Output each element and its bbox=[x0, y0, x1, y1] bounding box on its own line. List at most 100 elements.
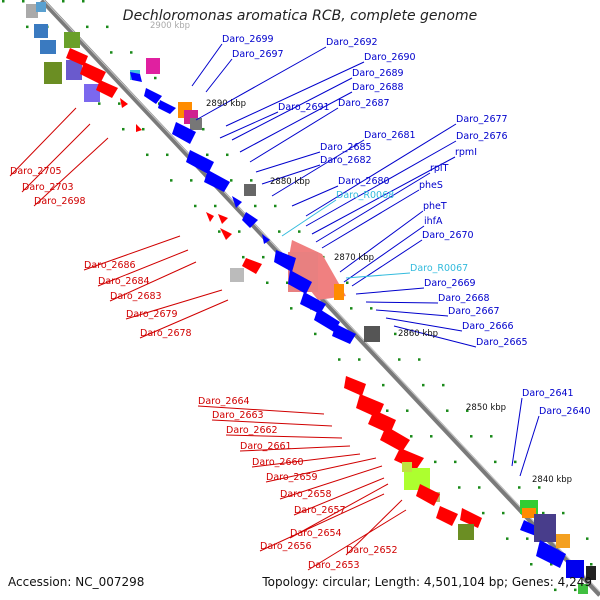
tick-mark bbox=[574, 588, 577, 592]
reverse-gene-label[interactable]: Daro_2679 bbox=[126, 309, 178, 320]
reverse-gene-label[interactable]: Daro_2698 bbox=[34, 196, 86, 207]
tick-mark bbox=[346, 281, 349, 285]
reverse-gene-label[interactable]: Daro_2678 bbox=[140, 328, 192, 339]
reverse-gene-label[interactable]: Daro_2705 bbox=[10, 166, 62, 177]
tick-mark bbox=[98, 102, 101, 105]
leader-line bbox=[343, 225, 425, 283]
leader-line bbox=[289, 483, 389, 539]
reverse-gene-label[interactable]: Daro_2656 bbox=[260, 541, 312, 552]
forward-gene-label[interactable]: Daro_2687 bbox=[338, 98, 390, 109]
leader-line bbox=[259, 493, 385, 552]
forward-gene-label[interactable]: Daro_2681 bbox=[364, 130, 416, 141]
forward-gene-label[interactable]: ihfA bbox=[424, 216, 443, 227]
leader-line bbox=[33, 137, 109, 207]
forward-gene-label[interactable]: Daro_2691 bbox=[278, 102, 330, 113]
rna-gene-label[interactable]: Daro_R0067 bbox=[410, 263, 468, 274]
forward-gene bbox=[332, 324, 356, 344]
reverse-gene bbox=[416, 484, 440, 506]
reverse-gene-label[interactable]: Daro_2653 bbox=[308, 560, 360, 571]
forward-gene-label[interactable]: Daro_2641 bbox=[522, 388, 574, 399]
leader-line bbox=[351, 239, 423, 287]
reverse-gene-label[interactable]: Daro_2663 bbox=[212, 410, 264, 421]
tick-mark bbox=[2, 0, 5, 3]
forward-gene-label[interactable]: Daro_2669 bbox=[424, 278, 476, 289]
leader-line bbox=[191, 43, 223, 87]
tick-mark bbox=[410, 435, 413, 438]
leader-line bbox=[225, 61, 365, 127]
tick-mark bbox=[62, 0, 65, 3]
tick-mark bbox=[130, 51, 133, 54]
tick-mark bbox=[226, 153, 229, 157]
reverse-gene bbox=[218, 214, 228, 224]
gene-box bbox=[334, 284, 344, 300]
forward-gene-label[interactable]: Daro_2685 bbox=[320, 142, 372, 153]
forward-gene-label[interactable]: Daro_2690 bbox=[364, 52, 416, 63]
leader-line bbox=[305, 123, 457, 217]
reverse-gene-label[interactable]: Daro_2683 bbox=[110, 291, 162, 302]
forward-gene-label[interactable]: Daro_2677 bbox=[456, 114, 508, 125]
reverse-gene-label[interactable]: Daro_2664 bbox=[198, 396, 250, 407]
reverse-gene-label[interactable]: Daro_2654 bbox=[290, 528, 342, 539]
leader-line bbox=[211, 419, 333, 427]
forward-gene-label[interactable]: Daro_2640 bbox=[539, 406, 591, 417]
kbp-label: 2900 kbp bbox=[150, 21, 190, 31]
leader-lines bbox=[9, 43, 540, 571]
tick-mark bbox=[278, 230, 281, 233]
reverse-gene-label[interactable]: Daro_2657 bbox=[294, 505, 346, 516]
reverse-gene-label[interactable]: Daro_2686 bbox=[84, 260, 136, 271]
leader-line bbox=[393, 325, 477, 348]
forward-gene-label[interactable]: Daro_2676 bbox=[456, 131, 508, 142]
reverse-gene-label[interactable]: Daro_2659 bbox=[266, 472, 318, 483]
forward-gene-label[interactable]: pheS bbox=[419, 180, 443, 191]
gene-box bbox=[64, 32, 80, 48]
reverse-gene-label[interactable]: Daro_2661 bbox=[240, 441, 292, 452]
forward-gene bbox=[186, 150, 214, 174]
forward-gene-label[interactable]: Daro_2667 bbox=[448, 306, 500, 317]
forward-gene-label[interactable]: Daro_2689 bbox=[352, 68, 404, 79]
leader-line bbox=[255, 151, 321, 173]
tick-mark bbox=[254, 204, 257, 208]
tick-mark bbox=[386, 409, 389, 412]
reverse-gene-label[interactable]: Daro_2703 bbox=[22, 182, 74, 193]
forward-gene-label[interactable]: Daro_2682 bbox=[320, 155, 372, 166]
forward-gene-label[interactable]: pheT bbox=[423, 201, 447, 212]
accession-text: Accession: NC_007298 bbox=[8, 575, 145, 589]
leader-line bbox=[281, 199, 337, 237]
forward-gene bbox=[274, 250, 296, 272]
forward-gene-label[interactable]: Daro_2670 bbox=[422, 230, 474, 241]
reverse-gene-label[interactable]: Daro_2684 bbox=[98, 276, 150, 287]
tick-mark bbox=[562, 511, 565, 515]
forward-gene-label[interactable]: Daro_2668 bbox=[438, 293, 490, 304]
forward-gene-label[interactable]: Daro_2666 bbox=[462, 321, 514, 332]
rna-gene-label[interactable]: Daro_R0068 bbox=[336, 190, 394, 201]
forward-gene-label[interactable]: Daro_2699 bbox=[222, 34, 274, 45]
gene-box bbox=[40, 40, 56, 54]
reverse-gene-label[interactable]: Daro_2662 bbox=[226, 425, 278, 436]
tick-mark bbox=[478, 486, 481, 489]
forward-gene-label[interactable]: rplT bbox=[430, 163, 449, 174]
leader-line bbox=[291, 185, 339, 207]
gene-box bbox=[402, 462, 412, 472]
reverse-gene bbox=[66, 48, 88, 66]
reverse-gene-label[interactable]: Daro_2660 bbox=[252, 457, 304, 468]
kbp-label: 2860 kbp bbox=[398, 329, 438, 339]
tick-mark bbox=[422, 383, 425, 387]
tick-mark bbox=[514, 460, 517, 464]
tick-mark bbox=[382, 383, 385, 387]
leader-line bbox=[239, 91, 353, 153]
gene-box bbox=[190, 118, 202, 130]
forward-gene bbox=[314, 308, 340, 332]
forward-gene-label[interactable]: Daro_2680 bbox=[338, 176, 390, 187]
forward-gene-label[interactable]: Daro_2665 bbox=[476, 337, 528, 348]
reverse-gene-label[interactable]: Daro_2652 bbox=[346, 545, 398, 556]
leader-line bbox=[205, 58, 233, 93]
reverse-gene-label[interactable]: Daro_2658 bbox=[280, 489, 332, 500]
tick-mark bbox=[554, 588, 557, 592]
forward-gene-label[interactable]: Daro_2697 bbox=[232, 49, 284, 60]
forward-gene-label[interactable]: rpmI bbox=[455, 147, 477, 158]
forward-gene-label[interactable]: Daro_2692 bbox=[326, 37, 378, 48]
forward-gene-label[interactable]: Daro_2688 bbox=[352, 82, 404, 93]
leader-line bbox=[375, 309, 449, 317]
